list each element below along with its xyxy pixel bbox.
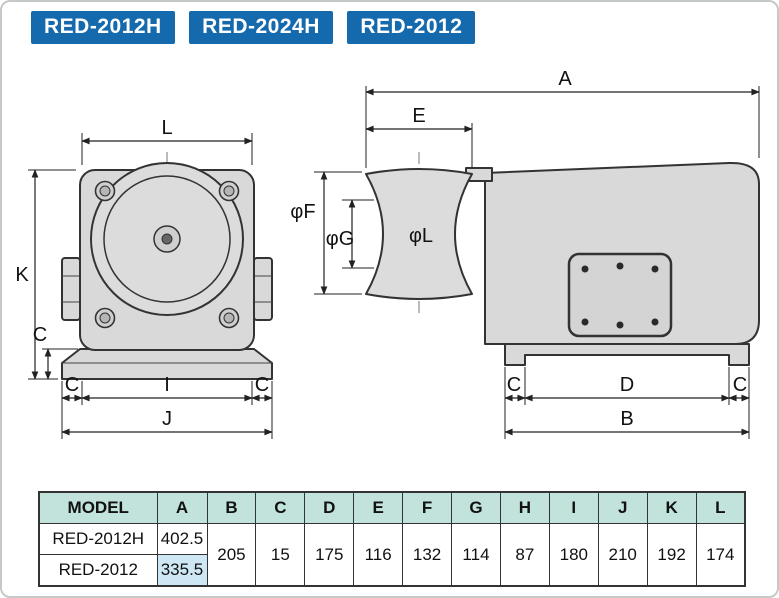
dim-label-phiL: φL — [409, 225, 433, 247]
header-B: B — [206, 491, 257, 524]
dim-label-C-front-left: C — [65, 374, 79, 396]
model-badge-red2012: RED-2012 — [347, 11, 476, 44]
header-F: F — [402, 491, 453, 524]
front-left-ear — [61, 257, 81, 321]
header-D: D — [304, 491, 355, 524]
value-A-red2012h: 402.5 — [156, 523, 208, 555]
model-cell-red2012: RED-2012 — [38, 554, 158, 587]
dim-label-C-side-right: C — [733, 374, 747, 396]
model-badge-red2012h: RED-2012H — [31, 11, 175, 44]
header-A: A — [156, 491, 208, 524]
side-dimensions: A E φF φG φL C D C B — [290, 68, 760, 439]
value-J: 210 — [597, 523, 648, 587]
model-badges: RED-2012H RED-2024H RED-2012 — [31, 11, 485, 44]
motor-face-inner-ring — [103, 175, 231, 303]
dim-label-C-side-left: C — [507, 374, 521, 396]
dim-label-K: K — [15, 264, 29, 286]
value-E: 116 — [353, 523, 404, 587]
dim-label-L: L — [161, 117, 172, 139]
table-row-red2012: RED-2012 335.5 — [38, 554, 745, 587]
dim-label-A: A — [558, 68, 572, 90]
dim-label-B: B — [620, 408, 633, 430]
table-header-row: MODEL A B C D E F G H I J K L — [38, 491, 746, 524]
value-A-red2012: 335.5 — [156, 554, 208, 587]
front-bolts — [94, 180, 240, 329]
header-H: H — [499, 491, 550, 524]
cover-plate — [567, 252, 673, 338]
model-badge-red2024h: RED-2024H — [189, 11, 333, 44]
dim-label-C-front-right: C — [255, 374, 269, 396]
value-D: 175 — [304, 523, 355, 587]
header-L: L — [695, 491, 746, 524]
header-G: G — [451, 491, 501, 524]
dim-label-J: J — [162, 408, 172, 430]
value-B: 205 — [206, 523, 257, 587]
table-row-red2012h: RED-2012H 402.5 205 15 175 116 132 114 8… — [38, 523, 746, 587]
anchor-roller — [365, 168, 473, 300]
technical-drawing: L K C C I C J — [15, 68, 760, 439]
value-L: 174 — [695, 523, 746, 587]
value-G: 114 — [451, 523, 501, 587]
model-cell-red2012h: RED-2012H — [38, 523, 158, 555]
front-view — [61, 152, 273, 390]
value-H: 87 — [499, 523, 550, 587]
side-base-feet — [504, 343, 750, 366]
front-dimensions: L K C C I C J — [15, 117, 273, 439]
header-K: K — [646, 491, 697, 524]
header-J: J — [597, 491, 648, 524]
dim-label-phiF: φF — [290, 201, 315, 223]
value-F: 132 — [402, 523, 453, 587]
header-E: E — [353, 491, 404, 524]
header-model: MODEL — [38, 491, 158, 524]
dim-label-E: E — [412, 105, 425, 127]
dim-label-C-base-height: C — [33, 324, 47, 346]
dim-label-phiG: φG — [326, 228, 355, 250]
value-K: 192 — [646, 523, 697, 587]
side-view — [365, 152, 760, 366]
dim-label-I: I — [164, 374, 170, 396]
value-I: 180 — [548, 523, 599, 587]
header-C: C — [255, 491, 306, 524]
value-C: 15 — [255, 523, 306, 587]
dimension-table: MODEL A B C D E F G H I J K L RED-2012H … — [38, 491, 746, 587]
dim-label-D: D — [620, 374, 634, 396]
motor-hub-center — [161, 233, 173, 245]
header-I: I — [548, 491, 599, 524]
front-right-ear — [253, 257, 273, 321]
cover-plate-bolts — [581, 262, 659, 329]
